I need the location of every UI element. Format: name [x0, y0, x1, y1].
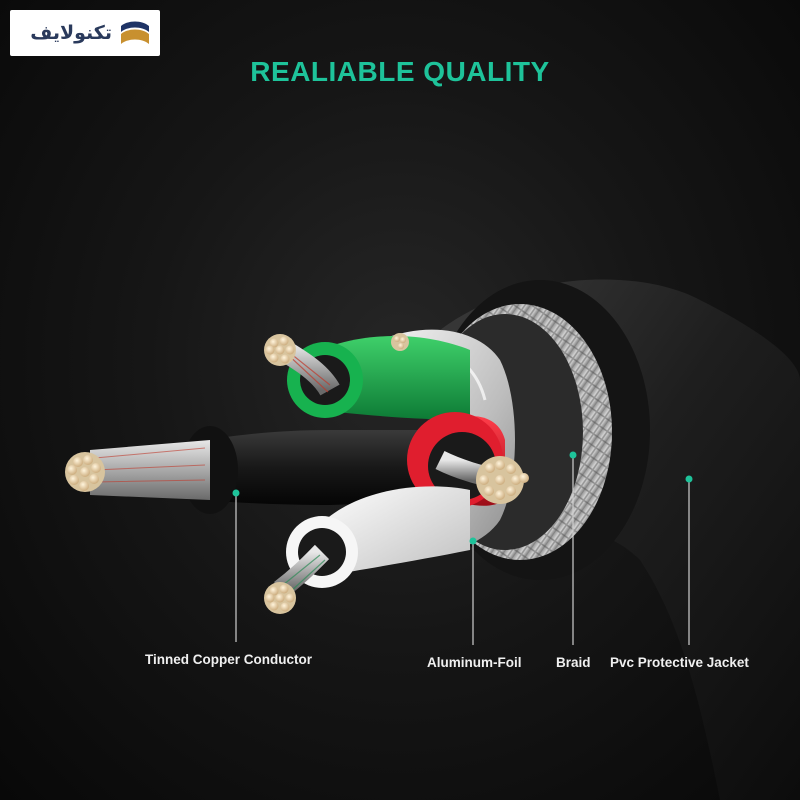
- green-wire-strands: [264, 334, 296, 366]
- red-wire-strands: [476, 456, 529, 504]
- label-aluminum-foil: Aluminum-Foil: [427, 655, 522, 670]
- drain-wire-strands: [391, 333, 409, 351]
- label-tinned-copper-conductor: Tinned Copper Conductor: [145, 652, 312, 667]
- leader-conductor: [232, 489, 240, 642]
- leader-braid: [569, 451, 577, 645]
- red-wire: [407, 412, 529, 508]
- label-braid: Braid: [556, 655, 591, 670]
- brand-logo-icon: [121, 21, 149, 44]
- headline: REALIABLE QUALITY: [250, 56, 550, 87]
- label-pvc-protective-jacket: Pvc Protective Jacket: [610, 655, 749, 670]
- leader-jacket: [685, 475, 693, 645]
- black-wire-strands: [65, 452, 105, 492]
- green-wire: [264, 334, 470, 420]
- brand-logo: تکنولایف: [10, 10, 160, 56]
- white-wire-strands: [264, 582, 296, 614]
- leader-foil: [469, 537, 477, 645]
- brand-logo-text: تکنولایف: [30, 22, 112, 44]
- black-wire: [65, 426, 470, 514]
- white-wire: [264, 486, 470, 614]
